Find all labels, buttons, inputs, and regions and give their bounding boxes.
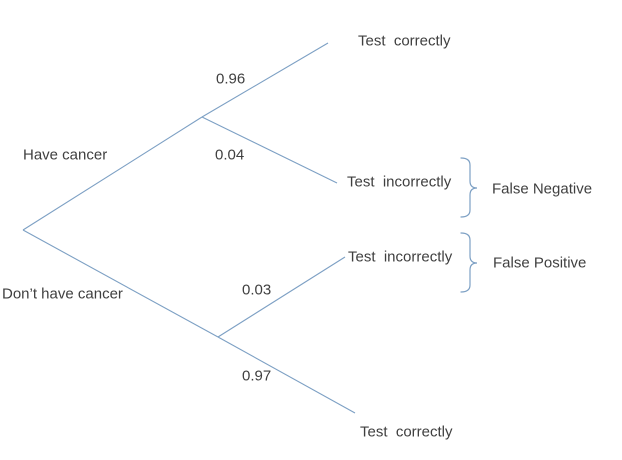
edge-root-to-have-cancer <box>22 116 203 231</box>
probability-label-no-cancer-correct: 0.97 <box>242 367 272 385</box>
false-positive-brace-icon <box>460 232 478 293</box>
outcome-label-test-incorrectly-lower: Test incorrectly <box>348 248 453 266</box>
edge-dont-have-cancer-to-test-incorrectly <box>217 256 346 338</box>
annotation-false-positive: False Positive <box>493 254 587 272</box>
probability-label-no-cancer-incorrect: 0.03 <box>242 281 272 299</box>
edge-root-to-dont-have-cancer <box>22 229 219 338</box>
outcome-label-test-correctly-top: Test correctly <box>358 32 451 50</box>
outcome-label-test-correctly-bottom: Test correctly <box>360 423 453 441</box>
branch-label-have-cancer: Have cancer <box>23 146 108 164</box>
false-negative-brace-icon <box>460 157 478 218</box>
branch-label-dont-have-cancer: Don’t have cancer <box>2 285 123 303</box>
edge-dont-have-cancer-to-test-correctly <box>217 336 356 414</box>
edge-have-cancer-to-test-correctly <box>201 42 329 118</box>
probability-label-have-cancer-correct: 0.96 <box>216 70 246 88</box>
edge-have-cancer-to-test-incorrectly <box>201 116 338 184</box>
annotation-false-negative: False Negative <box>492 180 593 198</box>
probability-label-have-cancer-incorrect: 0.04 <box>215 146 245 164</box>
outcome-label-test-incorrectly-upper: Test incorrectly <box>347 173 452 191</box>
